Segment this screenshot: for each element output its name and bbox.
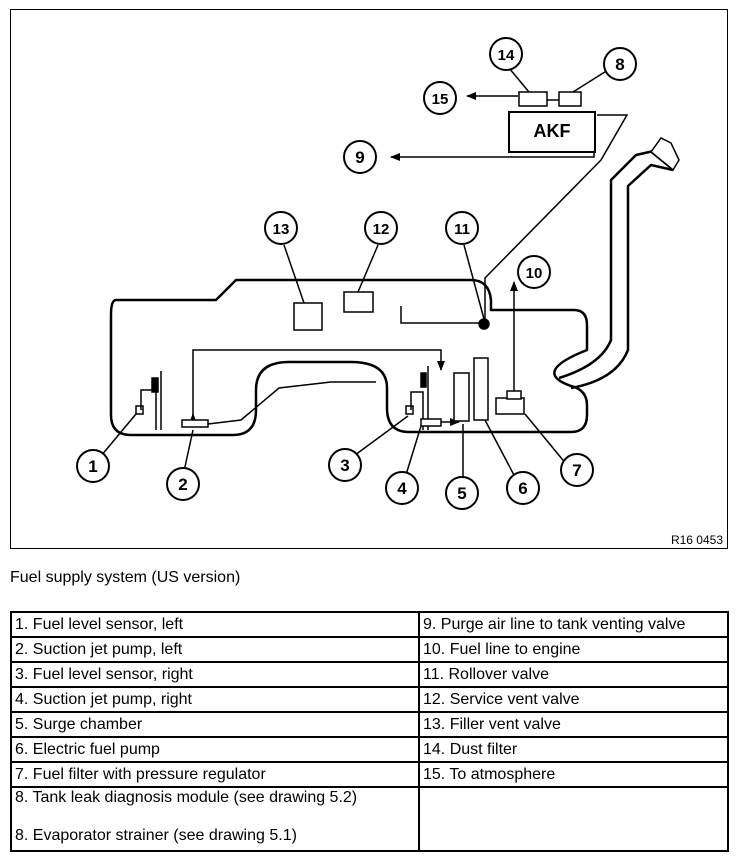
callout-label: 3 [340,456,349,475]
figure-caption: Fuel supply system (US version) [10,569,241,586]
rollover-valve [478,318,490,330]
callout-label: 7 [572,461,581,480]
legend-item: 9. Purge air line to tank venting valve [418,611,729,638]
callout-label: 15 [432,91,449,108]
callout-2: 2 [166,467,200,501]
legend-table: 1. Fuel level sensor, left 9. Purge air … [10,611,729,852]
callout-label: 6 [518,479,527,498]
callout-label: 8 [615,55,624,74]
callout-12: 12 [364,211,398,245]
callout-7: 7 [560,453,594,487]
figure-code: R16 0453 [671,533,723,547]
callout-8: 8 [603,47,637,81]
legend-empty-cell [418,786,729,852]
legend-item: 11. Rollover valve [418,661,729,688]
legend-row: 2. Suction jet pump, left 10. Fuel line … [10,636,729,663]
legend-item: 14. Dust filter [418,736,729,763]
legend-row: 3. Fuel level sensor, right 11. Rollover… [10,661,729,688]
fuel-tank-outline [109,278,589,437]
callout-label: 14 [498,47,515,64]
legend-item-multi: 8. Tank leak diagnosis module (see drawi… [10,786,420,852]
dust-filter [518,91,548,107]
callout-label: 13 [273,221,290,238]
legend-item: 5. Surge chamber [10,711,420,738]
callout-14: 14 [489,37,523,71]
callout-label: 5 [457,484,466,503]
electric-fuel-pump [473,357,489,421]
legend-row: 5. Surge chamber 13. Filler vent valve [10,711,729,738]
callout-label: 10 [526,265,543,282]
callout-3: 3 [328,448,362,482]
legend-item: 10. Fuel line to engine [418,636,729,663]
legend-item: 1. Fuel level sensor, left [10,611,420,638]
legend-item: 4. Suction jet pump, right [10,686,420,713]
filler-vent-valve [293,302,323,331]
legend-row: 1. Fuel level sensor, left 9. Purge air … [10,611,729,638]
legend-row: 6. Electric fuel pump 14. Dust filter [10,736,729,763]
callout-label: 11 [454,221,470,238]
legend-item: 8. Evaporator strainer (see drawing 5.1) [15,827,297,844]
legend-item: 2. Suction jet pump, left [10,636,420,663]
callout-13: 13 [264,211,298,245]
callout-label: 12 [373,221,390,238]
akf-canister [508,111,596,153]
legend-item: 13. Filler vent valve [418,711,729,738]
callout-9: 9 [343,140,377,174]
callout-5: 5 [445,476,479,510]
callout-6: 6 [506,471,540,505]
legend-item: 8. Tank leak diagnosis module (see drawi… [15,789,358,806]
legend-item: 15. To atmosphere [418,761,729,788]
callout-4: 4 [385,471,419,505]
callout-10: 10 [517,255,551,289]
legend-item: 7. Fuel filter with pressure regulator [10,761,420,788]
callout-11: 11 [445,211,479,245]
service-vent-valve [343,291,374,313]
legend-row: 8. Tank leak diagnosis module (see drawi… [10,786,729,852]
fuel-filter [495,397,525,415]
callout-label: 1 [88,457,97,476]
legend-row: 4. Suction jet pump, right 12. Service v… [10,686,729,713]
callout-label: 2 [178,475,187,494]
legend-row: 7. Fuel filter with pressure regulator 1… [10,761,729,788]
callout-label: 4 [397,479,407,498]
legend-item: 12. Service vent valve [418,686,729,713]
legend-item: 6. Electric fuel pump [10,736,420,763]
callout-15: 15 [423,81,457,115]
filler-neck [558,146,668,380]
callout-1: 1 [76,449,110,483]
callout-label: 9 [355,148,364,167]
leak-module [558,91,582,107]
legend-item: 3. Fuel level sensor, right [10,661,420,688]
surge-chamber [453,372,470,422]
akf-label: AKF [534,121,571,141]
